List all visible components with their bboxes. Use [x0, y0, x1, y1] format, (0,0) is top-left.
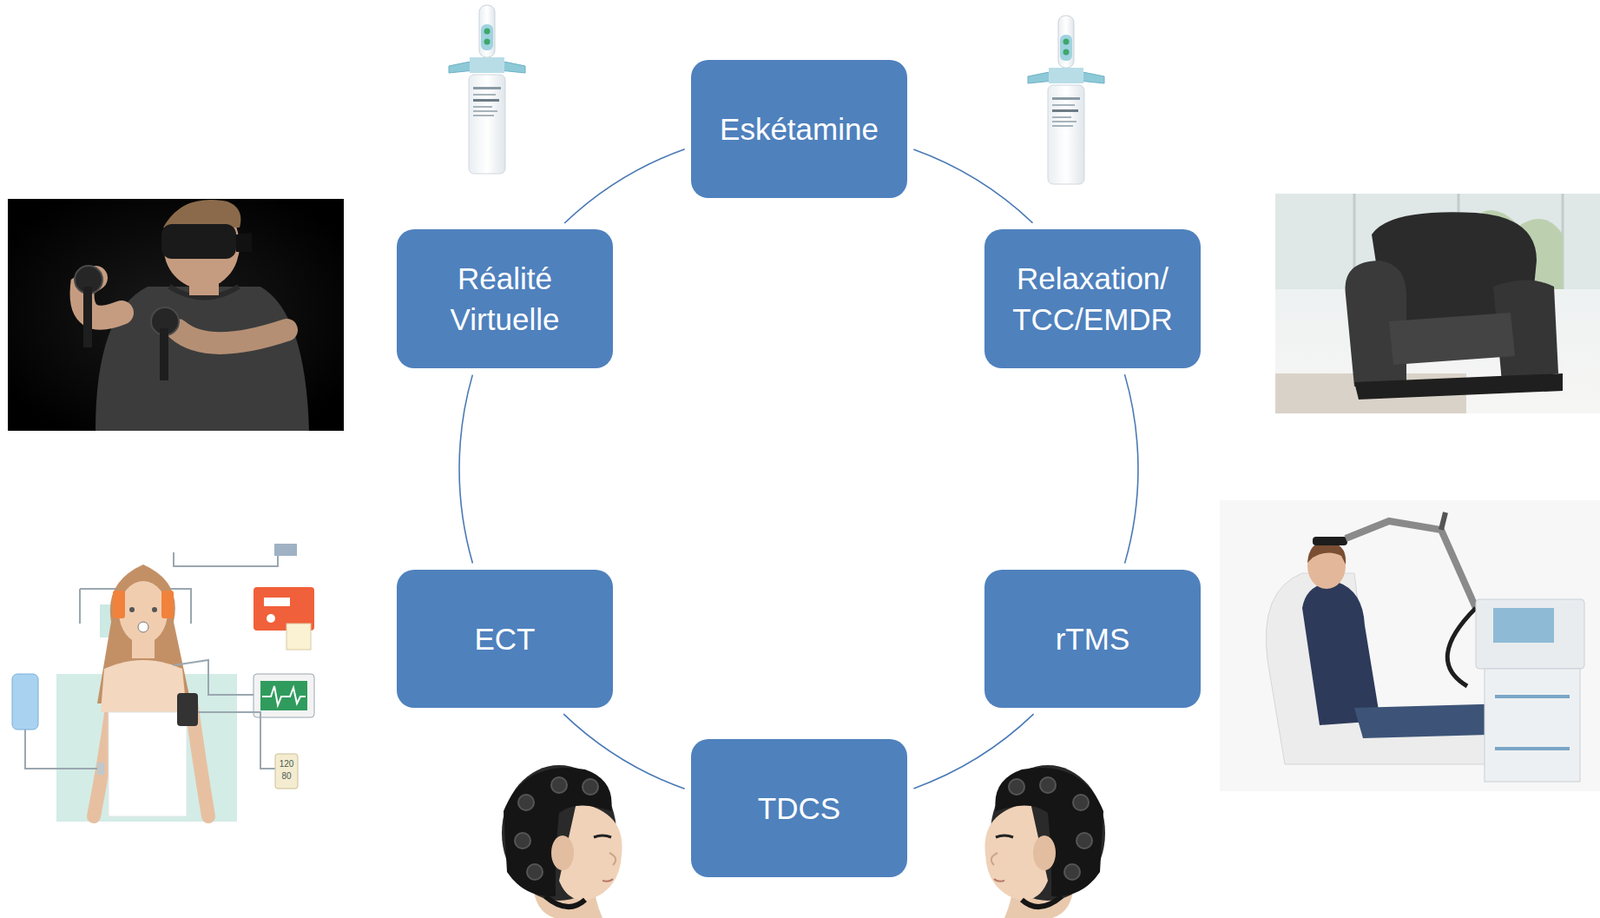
cycle-arc	[563, 713, 685, 789]
box-label: Réalité Virtuelle	[410, 257, 600, 341]
rtms-photo	[1219, 500, 1600, 791]
monitor-reading: 120	[276, 759, 297, 769]
armchair-photo	[1275, 193, 1600, 414]
box-label: ECT	[474, 618, 536, 659]
process-box: ECT	[396, 569, 613, 708]
box-label: TDCS	[757, 787, 841, 829]
monitor-reading: 80	[276, 771, 297, 781]
process-box: rTMS	[984, 569, 1201, 708]
box-label: Eskétamine	[719, 108, 879, 150]
cycle-arc	[913, 149, 1033, 224]
box-label: rTMS	[1055, 618, 1131, 659]
process-box: Relaxation/ TCC/EMDR	[984, 229, 1201, 369]
box-label: Relaxation/ TCC/EMDR	[998, 257, 1187, 341]
ect-illustration	[12, 543, 315, 822]
cycle-arc	[459, 375, 473, 564]
process-box: TDCS	[691, 738, 908, 877]
cycle-arc	[564, 149, 685, 224]
cycle-arc	[913, 713, 1034, 789]
vr-photo	[7, 198, 344, 431]
process-box: Réalité Virtuelle	[396, 229, 613, 369]
cycle-arc	[1125, 374, 1139, 563]
process-box: Eskétamine	[691, 59, 908, 198]
